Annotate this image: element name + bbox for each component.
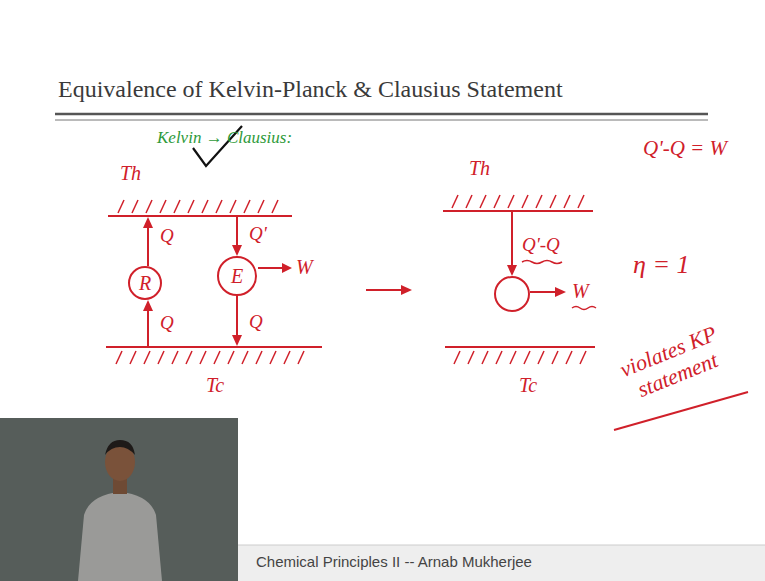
reservoir-hatching — [454, 351, 586, 364]
energy-balance: Q'-Q = W — [643, 136, 727, 160]
reservoir-hatching — [452, 195, 584, 208]
hot-reservoir: Th — [443, 157, 593, 212]
slide-title: Equivalence of Kelvin-Planck & Clausius … — [58, 76, 563, 103]
work-label: W — [296, 256, 313, 279]
cold-reservoir: Tc — [106, 346, 322, 396]
presenter-video — [0, 418, 238, 581]
footer-band — [238, 545, 765, 581]
reservoir-hatching — [116, 351, 304, 364]
work-label: W — [572, 280, 589, 303]
edge-label: Q — [247, 312, 265, 333]
node-label: Th — [120, 162, 141, 184]
footer-rule — [238, 545, 765, 546]
refrigerator-circle: R — [128, 266, 162, 300]
title-rule — [55, 113, 708, 116]
node-label: Th — [469, 157, 490, 179]
edge-label: Q — [158, 226, 176, 247]
heat-flow-arrow — [143, 300, 153, 346]
node-label: Tc — [206, 374, 224, 396]
hot-reservoir: Th — [108, 162, 292, 217]
heat-flow-arrow — [232, 217, 242, 256]
work-arrow — [530, 287, 566, 297]
node-label: Tc — [519, 374, 537, 396]
edge-label: Q — [158, 313, 176, 334]
handwritten-heading: Kelvin → Clausius: — [157, 128, 292, 148]
underline-squiggle — [522, 261, 562, 264]
heat-flow-arrow — [232, 296, 242, 346]
node-label: R — [139, 272, 151, 294]
work-arrow — [258, 263, 292, 273]
edge-label: Q' — [247, 224, 269, 245]
cold-reservoir: Tc — [445, 346, 595, 396]
heat-flow-arrow — [143, 217, 153, 266]
engine-circle: E — [217, 256, 257, 296]
heat-arrow — [507, 211, 517, 276]
node-label: E — [231, 265, 243, 287]
violation-note: violates KP statement — [594, 312, 752, 415]
engine-circle — [495, 277, 529, 311]
heat-label: Q'-Q — [522, 234, 560, 256]
efficiency-note: η = 1 — [633, 250, 689, 280]
reservoir-hatching — [118, 200, 278, 213]
transition-arrow — [366, 285, 412, 295]
title-rule — [55, 120, 708, 121]
footer-caption: Chemical Principles II -- Arnab Mukherje… — [256, 553, 532, 570]
underline-squiggle — [572, 307, 596, 310]
